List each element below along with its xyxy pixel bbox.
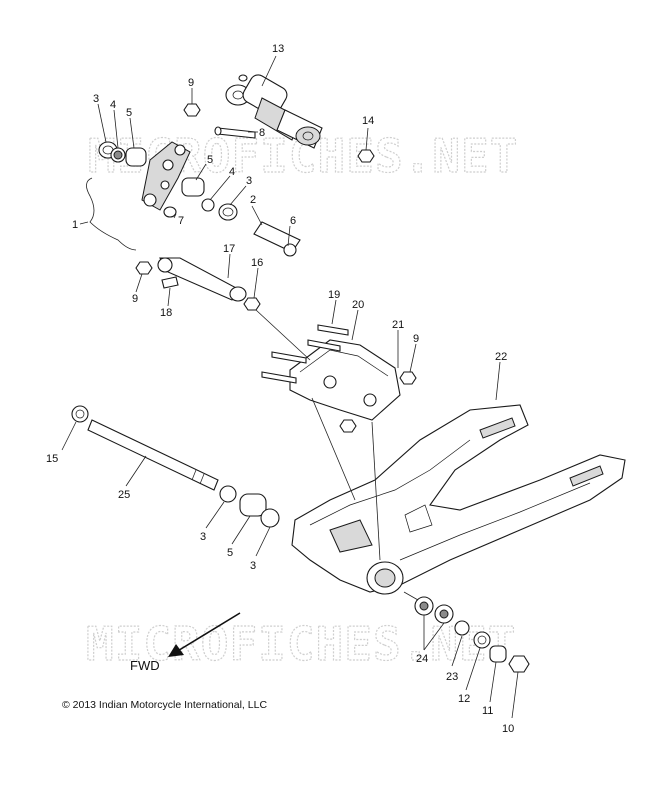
callout-2: 2 xyxy=(250,194,256,206)
arrow-head-icon xyxy=(168,644,184,657)
callout-18: 21 xyxy=(392,319,404,331)
upper-linkage xyxy=(98,103,375,257)
callout-23: 23 xyxy=(446,671,458,683)
watermark-bottom: MICROFICHES.NET xyxy=(86,617,516,671)
callout-9c: 9 xyxy=(413,333,419,345)
callout-11: 14 xyxy=(362,115,374,127)
fwd-label: FWD xyxy=(130,658,160,673)
dogbone-link xyxy=(135,257,261,311)
callout-25: 25 xyxy=(118,489,130,501)
callout-17: 20 xyxy=(352,299,364,311)
callout-5c: 5 xyxy=(227,547,233,559)
callout-24: 24 xyxy=(416,653,428,665)
mounting-bracket xyxy=(261,324,417,433)
callout-19: 22 xyxy=(495,351,507,363)
callout-4a: 4 xyxy=(110,99,116,111)
swingarm xyxy=(291,404,626,595)
callout-16: 19 xyxy=(328,289,340,301)
callout-5a: 5 xyxy=(126,107,132,119)
pivot-shaft xyxy=(71,405,280,528)
shock-absorber xyxy=(225,74,323,149)
callout-3d: 3 xyxy=(250,560,256,572)
callout-22: 12 xyxy=(458,693,470,705)
copyright-text: © 2013 Indian Motorcycle International, … xyxy=(62,699,267,711)
callouts: 13 9 3 4 5 8 14 5 4 3 2 7 6 1 17 16 9 18… xyxy=(46,43,514,735)
callout-8: 8 xyxy=(259,127,265,139)
callout-13: 16 xyxy=(251,257,263,269)
callout-9b: 9 xyxy=(132,293,138,305)
callout-7: 7 xyxy=(178,215,184,227)
callout-3c: 3 xyxy=(200,531,206,543)
forward-arrow: FWD xyxy=(130,612,241,673)
callout-12: 15 xyxy=(46,453,58,465)
callout-6: 6 xyxy=(290,215,296,227)
callout-9a: 9 xyxy=(188,77,194,89)
callout-3a: 3 xyxy=(93,93,99,105)
callout-20: 10 xyxy=(502,723,514,735)
callout-4b: 4 xyxy=(229,166,235,178)
callout-15: 18 xyxy=(160,307,172,319)
leader-lines xyxy=(61,55,519,719)
callout-14: 17 xyxy=(223,243,235,255)
callout-1: 1 xyxy=(72,219,78,231)
callout-10: 13 xyxy=(272,43,284,55)
callout-3b: 3 xyxy=(246,175,252,187)
lower-hardware xyxy=(414,596,530,673)
callout-21: 11 xyxy=(482,705,493,717)
callout-5b: 5 xyxy=(207,154,213,166)
